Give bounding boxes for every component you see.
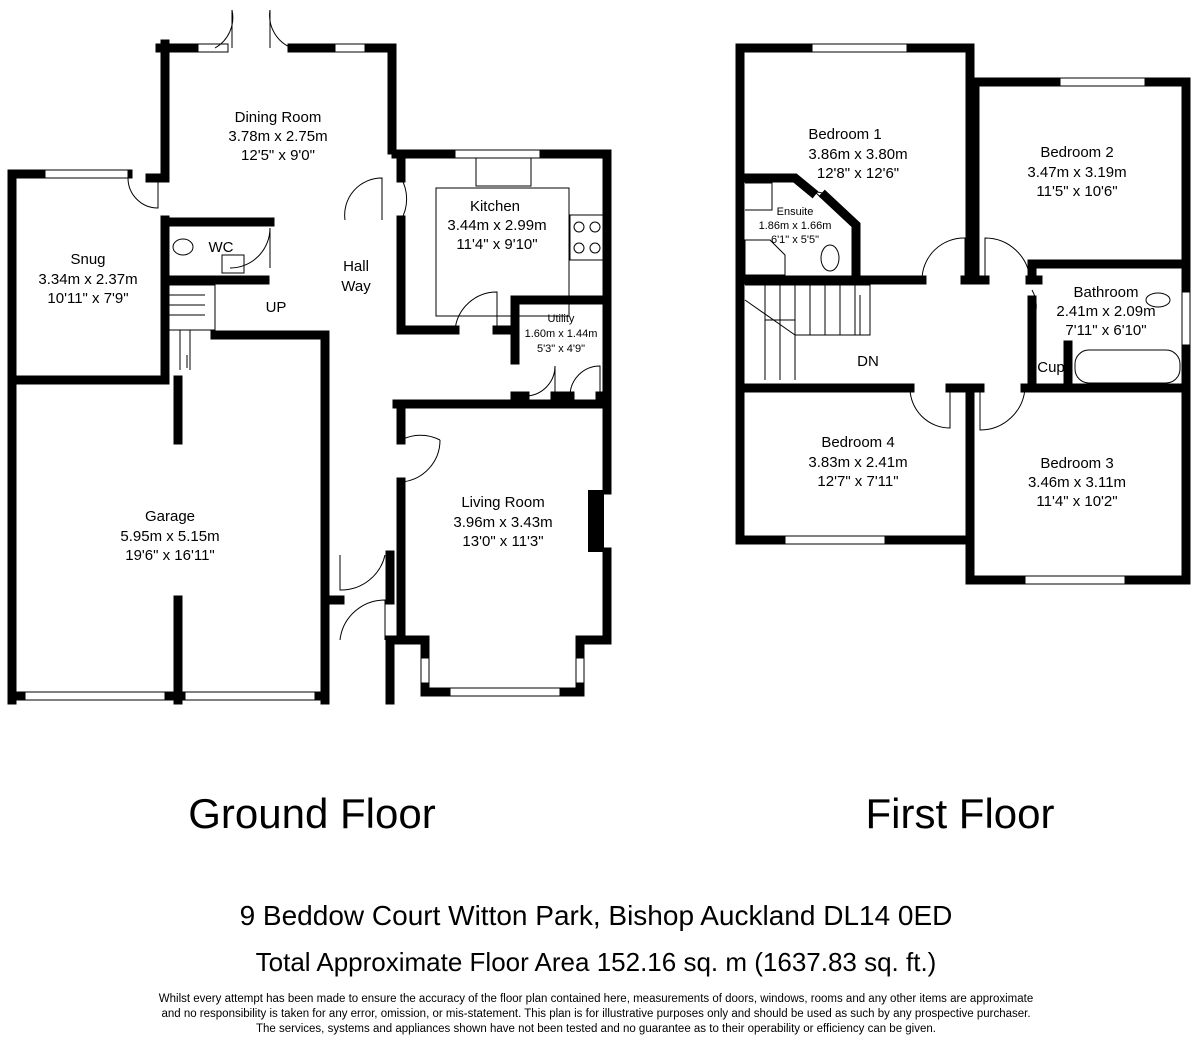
door <box>814 191 841 217</box>
fireplace-icon <box>588 490 604 552</box>
room-name: Bedroom 3 <box>1040 455 1113 472</box>
window <box>811 43 908 53</box>
hall-label: Hall <box>343 258 369 275</box>
total-floor-area: Total Approximate Floor Area 152.16 sq. … <box>255 947 937 977</box>
window <box>1181 291 1191 346</box>
room-metric: 1.60m x 1.44m <box>525 328 598 340</box>
wc-label: WC <box>209 239 234 256</box>
disclaimer-line: The services, systems and appliances sho… <box>256 1023 936 1035</box>
room-metric: 3.78m x 2.75m <box>228 128 327 145</box>
room-name: Bathroom <box>1073 284 1138 301</box>
door <box>400 177 408 221</box>
room-imperial: 6'1" x 5'5" <box>771 234 819 246</box>
door <box>1031 289 1037 323</box>
room-imperial: 11'5" x 10'6" <box>1036 183 1117 200</box>
disclaimer: Whilst every attempt has been made to en… <box>0 992 1192 1037</box>
room-imperial: 5'3" x 4'9" <box>537 343 585 355</box>
cupboard-label: Cup <box>1037 359 1065 376</box>
window <box>1024 575 1126 585</box>
room-name: Bedroom 4 <box>821 434 894 451</box>
floor-plan: Dining Room 3.78m x 2.75m 12'5" x 9'0" K… <box>7 9 1191 705</box>
room-metric: 3.96m x 3.43m <box>453 514 552 531</box>
room-imperial: 12'8" x 12'6" <box>817 165 899 182</box>
room-imperial: 12'5" x 9'0" <box>241 147 315 164</box>
room-metric: 3.47m x 3.19m <box>1027 164 1126 181</box>
door <box>921 237 1031 281</box>
door <box>400 434 441 483</box>
window <box>454 149 541 159</box>
front-door <box>339 554 386 641</box>
french-doors <box>214 9 293 49</box>
room-name: Kitchen <box>470 198 520 215</box>
room-name: Utility <box>548 313 575 325</box>
room-name: Garage <box>145 508 195 525</box>
room-metric: 5.95m x 5.15m <box>120 528 219 545</box>
hob-icon <box>569 214 605 261</box>
room-name: Snug <box>70 251 105 268</box>
window <box>334 43 366 53</box>
room-metric: 1.86m x 1.66m <box>759 220 832 232</box>
room-metric: 3.44m x 2.99m <box>447 217 546 234</box>
basin-icon <box>221 254 245 274</box>
stairs <box>744 284 871 380</box>
first-floor-title: First Floor <box>865 790 1055 837</box>
hall-label: Way <box>341 278 371 295</box>
door <box>909 387 1026 431</box>
ground-floor-title: Ground Floor <box>188 790 436 837</box>
door <box>524 365 601 397</box>
disclaimer-line: and no responsibility is taken for any e… <box>161 1008 1031 1020</box>
room-imperial: 7'11" x 6'10" <box>1065 322 1146 339</box>
toilet-icon <box>172 238 194 256</box>
room-imperial: 13'0" x 11'3" <box>462 533 543 550</box>
door <box>344 177 383 221</box>
first-floor-plan: Bedroom 1 3.86m x 3.80m 12'8" x 12'6" Be… <box>735 43 1191 585</box>
room-metric: 3.46m x 3.11m <box>1028 474 1126 491</box>
door <box>127 177 159 209</box>
window <box>575 657 585 684</box>
door <box>454 291 498 331</box>
room-imperial: 10'11" x 7'9" <box>47 290 128 307</box>
window <box>784 535 886 545</box>
window <box>44 169 129 179</box>
stairs-down-label: DN <box>857 353 879 370</box>
stairs <box>168 284 216 370</box>
room-imperial: 11'4" x 9'10" <box>456 236 537 253</box>
room-imperial: 12'7" x 7'11" <box>817 473 898 490</box>
property-address: 9 Beddow Court Witton Park, Bishop Auckl… <box>239 900 953 931</box>
bath-icon <box>1074 349 1181 384</box>
room-name: Ensuite <box>777 206 814 218</box>
room-imperial: 19'6" x 16'11" <box>125 547 215 564</box>
room-name: Dining Room <box>235 109 322 126</box>
room-name: Living Room <box>461 494 544 511</box>
window <box>197 43 229 53</box>
disclaimer-line: Whilst every attempt has been made to en… <box>158 993 1034 1005</box>
window <box>24 691 166 701</box>
room-metric: 2.41m x 2.09m <box>1056 303 1155 320</box>
room-metric: 3.34m x 2.37m <box>38 271 137 288</box>
sink-icon <box>475 157 532 187</box>
toilet-icon <box>1145 292 1171 308</box>
window <box>449 687 561 697</box>
door <box>229 227 271 269</box>
ground-floor-plan: Dining Room 3.78m x 2.75m 12'5" x 9'0" K… <box>7 9 612 705</box>
shower-icon <box>744 239 786 276</box>
room-metric: 3.83m x 2.41m <box>808 454 907 471</box>
kitchen-counter <box>435 187 570 317</box>
basin-icon <box>745 182 773 211</box>
room-imperial: 11'4" x 10'2" <box>1036 493 1117 510</box>
stairs-up-label: UP <box>266 299 287 316</box>
window <box>1059 77 1146 87</box>
toilet-icon <box>820 244 840 272</box>
room-name: Bedroom 1 <box>808 126 881 143</box>
window <box>184 691 316 701</box>
room-metric: 3.86m x 3.80m <box>808 146 907 163</box>
window <box>420 657 430 684</box>
room-name: Bedroom 2 <box>1040 144 1113 161</box>
